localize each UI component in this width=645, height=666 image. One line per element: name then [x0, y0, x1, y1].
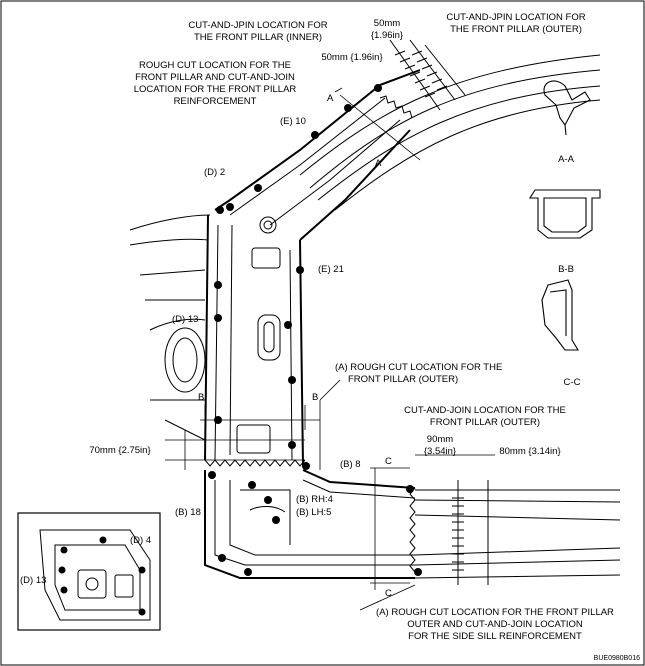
detail-inset — [17, 512, 161, 631]
label-d2: (D) 2 — [204, 167, 225, 178]
label-a-rough-1: (A) ROUGH CUT LOCATION FOR THE — [335, 362, 502, 373]
weld-points — [208, 84, 422, 576]
section-sketches — [529, 80, 601, 351]
label-b18: (B) 18 — [175, 507, 201, 518]
figure-code: BUE0980B016 — [594, 655, 640, 662]
label-cut-jpin-outer-1: CUT-AND-JPIN LOCATION FOR — [446, 12, 585, 23]
label-cut-join-outer-2: FRONT PILLAR (OUTER) — [430, 417, 540, 428]
label-d4-inset: (D) 4 — [130, 535, 151, 546]
label-b-rh4: (B) RH:4 — [296, 494, 333, 505]
label-cut-join-outer-1: CUT-AND-JOIN LOCATION FOR THE — [404, 405, 566, 416]
cut-lines — [204, 39, 489, 585]
section-label-aa: A-A — [558, 154, 575, 165]
label-dim-50-top-1: 50mm — [374, 18, 400, 29]
label-cut-jpin-inner-2: THE FRONT PILLAR (INNER) — [194, 32, 322, 43]
label-b8: (B) 8 — [340, 459, 361, 470]
dimension-lines — [165, 87, 495, 611]
label-a-bottom-1: (A) ROUGH CUT LOCATION FOR THE FRONT PIL… — [376, 607, 614, 618]
label-dim-70: 70mm {2.75in} — [89, 445, 150, 456]
section-markers: A A B B C C A-A B-B C-C — [198, 93, 581, 599]
zigzag-sill — [409, 487, 416, 573]
label-dim-90-1: 90mm — [427, 434, 453, 445]
section-marker-b-left: B — [198, 392, 204, 403]
label-cut-jpin-outer-2: THE FRONT PILLAR (OUTER) — [450, 24, 582, 35]
label-rough-cut-3: LOCATION FOR THE FRONT PILLAR — [134, 84, 297, 95]
section-marker-b-right: B — [312, 392, 318, 403]
zigzag-lower-pillar — [204, 459, 306, 467]
label-dim-50-mid: 50mm {1.96in} — [321, 52, 382, 63]
label-d13-inset: (D) 13 — [20, 575, 46, 586]
label-d13: (D) 13 — [172, 314, 198, 325]
label-dim-50-top-2: {1.96in} — [371, 30, 403, 41]
section-marker-a-bottom: A — [375, 158, 382, 169]
label-a-bottom-2: OUTER AND CUT-AND-JOIN LOCATION — [407, 619, 583, 630]
section-bb-sketch — [529, 189, 601, 239]
section-label-bb: B-B — [558, 264, 574, 275]
label-e21: (E) 21 — [318, 264, 344, 275]
label-dim-90-2: {3.54in} — [424, 446, 456, 457]
section-label-cc: C-C — [564, 377, 581, 388]
section-marker-c-bottom: C — [385, 588, 392, 599]
label-a-bottom-3: FOR THE SIDE SILL REINFORCEMENT — [408, 631, 582, 642]
section-marker-c-top: C — [385, 456, 392, 467]
label-dim-80: 80mm {3.14in} — [499, 446, 560, 457]
section-cc-sketch — [541, 279, 579, 351]
label-e10: (E) 10 — [280, 116, 306, 127]
label-rough-cut-2: FRONT PILLAR AND CUT-AND-JOIN — [135, 72, 295, 83]
label-a-rough-2: FRONT PILLAR (OUTER) — [348, 374, 458, 385]
label-rough-cut-4: REINFORCEMENT — [174, 96, 257, 107]
zigzag-upper-pillar — [379, 95, 413, 119]
label-cut-jpin-inner-1: CUT-AND-JPIN LOCATION FOR — [188, 20, 327, 31]
label-rough-cut-1: ROUGH CUT LOCATION FOR THE — [139, 60, 291, 71]
label-b-lh5: (B) LH:5 — [296, 507, 331, 518]
callout-labels: CUT-AND-JPIN LOCATION FOR THE FRONT PILL… — [20, 12, 614, 642]
section-marker-a-top: A — [327, 93, 334, 104]
